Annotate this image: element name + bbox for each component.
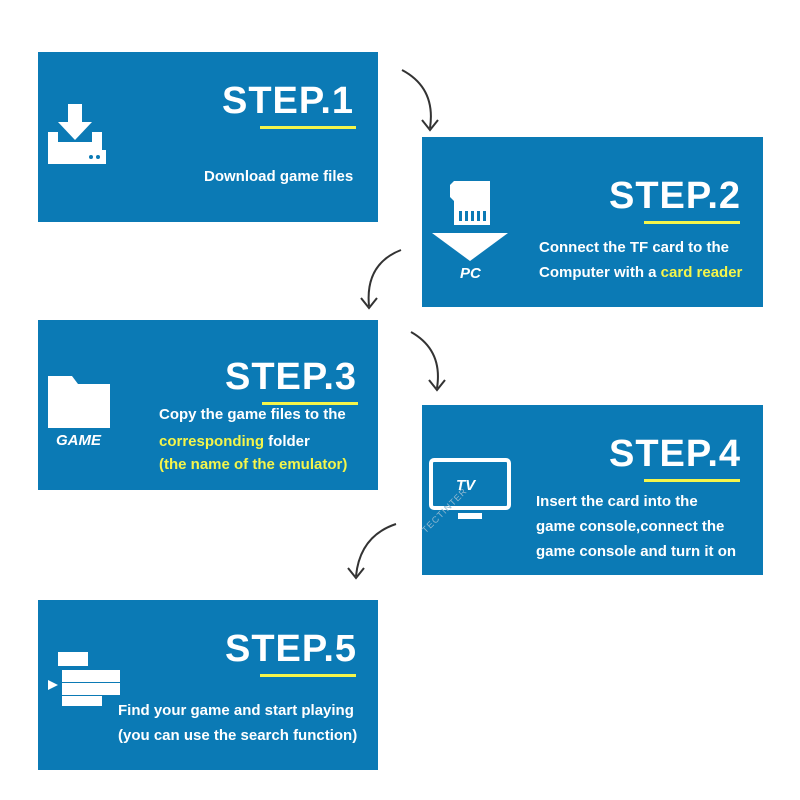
step-3-card: STEP.3 GAME Copy the game files to the c… xyxy=(38,320,378,490)
step-3-icon-label: GAME xyxy=(56,432,101,449)
step-2-line-1: Connect the TF card to the xyxy=(539,239,730,256)
step-1-card: STEP.1 Download game files xyxy=(38,52,378,222)
arrow-step2-to-step3 xyxy=(360,249,402,310)
sd-card-icon xyxy=(432,181,508,261)
step-5-line-2: (you can use the search function) xyxy=(118,727,358,744)
step-1-underline xyxy=(260,126,356,129)
download-icon xyxy=(48,104,106,164)
step-4-title: STEP.4 xyxy=(609,433,742,475)
step-1-line-1: Download game files xyxy=(204,168,354,185)
step-2-underline xyxy=(644,221,740,224)
step-2-highlight: card reader xyxy=(660,264,743,281)
step-2-title: STEP.2 xyxy=(609,175,742,217)
step-4-line-3: game console and turn it on xyxy=(536,543,737,560)
step-4-card: STEP.4 TV Insert the card into the game … xyxy=(422,405,763,575)
step-4-line-2: game console,connect the xyxy=(536,518,725,535)
step-4-line-1: Insert the card into the xyxy=(536,493,698,510)
step-3-highlight: corresponding xyxy=(159,433,265,450)
step-4-icon-label: TV xyxy=(456,477,476,494)
tv-icon xyxy=(429,458,511,519)
step-5-card: STEP.5 Find your game and start playing … xyxy=(38,600,378,770)
step-5-underline xyxy=(260,674,356,677)
arrow-step1-to-step2 xyxy=(401,69,439,132)
folder-icon xyxy=(48,376,110,428)
step-1-title: STEP.1 xyxy=(222,80,355,122)
step-5-line-1: Find your game and start playing xyxy=(118,702,354,719)
step-2-card: STEP.2 PC Connect the TF card to the Com… xyxy=(422,137,763,307)
step-3-line-3: (the name of the emulator) xyxy=(159,456,348,473)
arrow-step4-to-step5 xyxy=(347,523,397,580)
list-icon xyxy=(48,652,120,706)
step-4-underline xyxy=(644,479,740,482)
arrow-step3-to-step4 xyxy=(410,331,446,392)
step-3-title: STEP.3 xyxy=(225,356,358,398)
step-5-title: STEP.5 xyxy=(225,628,358,670)
step-3-line-2: corresponding folder xyxy=(159,433,310,450)
step-2-icon-label: PC xyxy=(460,265,481,282)
step-3-line-1: Copy the game files to the xyxy=(159,406,346,423)
step-2-line-2: Computer with a card reader xyxy=(539,264,743,281)
step-3-underline xyxy=(262,402,358,405)
